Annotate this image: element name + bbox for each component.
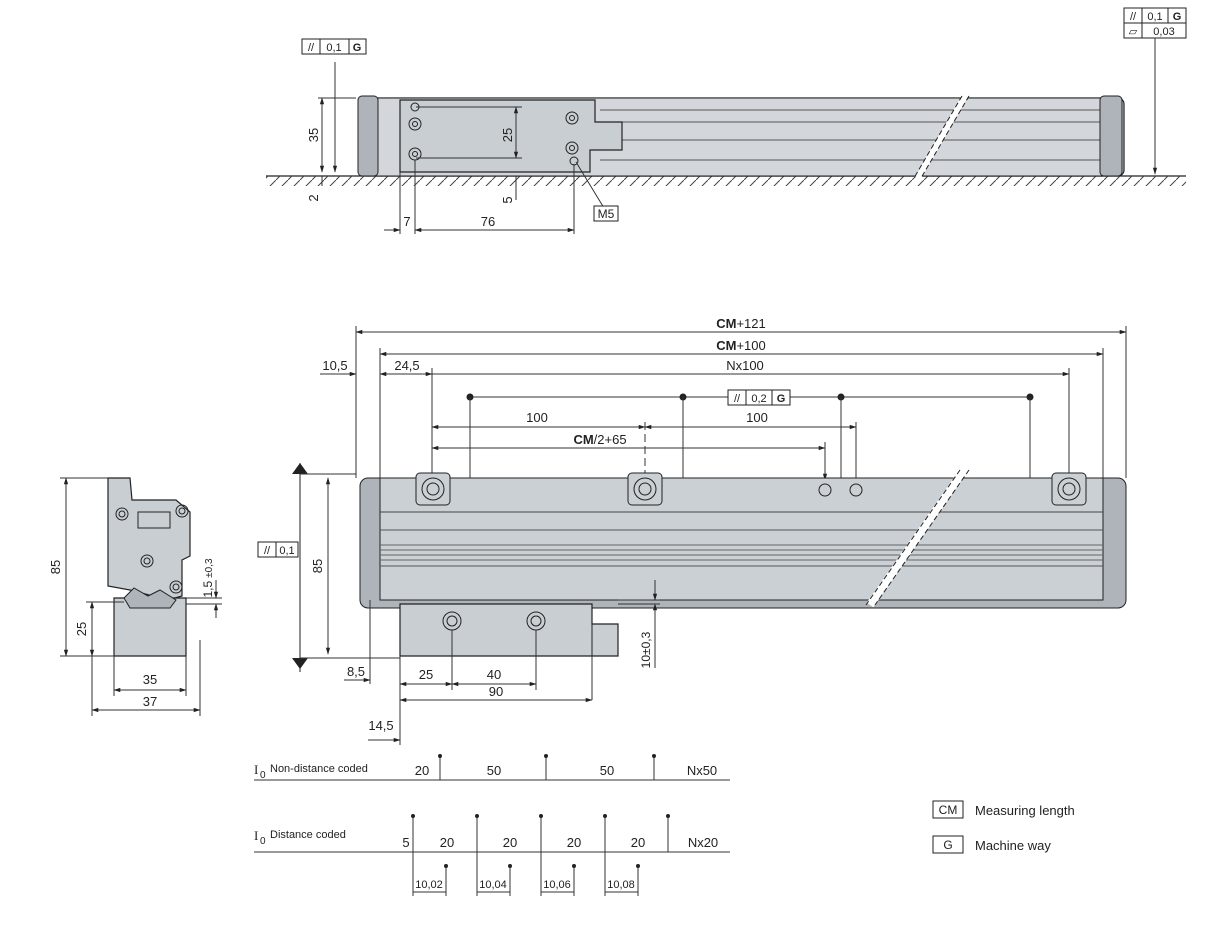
dim-2: 2 [306, 194, 321, 201]
dim-35-side: 35 [143, 672, 157, 687]
svg-text:G: G [777, 393, 786, 405]
dim-25: 25 [500, 128, 515, 142]
svg-text:10,08: 10,08 [607, 879, 635, 891]
legend: CM Measuring length G Machine way [932, 800, 1075, 854]
svg-text:Distance coded: Distance coded [270, 829, 346, 841]
svg-text:0,1: 0,1 [279, 545, 294, 557]
dim-100-a: 100 [526, 410, 548, 425]
svg-text:▱: ▱ [1129, 26, 1138, 38]
svg-text:20: 20 [415, 763, 429, 778]
dim-37-side: 37 [143, 694, 157, 709]
dim-cm-100: CM+100 [716, 338, 766, 353]
dim-1-5: 1,5±0,3 [201, 558, 215, 598]
ref-marks-coded: I 0 Distance coded 5 20 20 20 20 Nx20 10… [254, 814, 730, 896]
top-view: 35 2 25 5 7 76 M5 // 0,1 G [266, 7, 1187, 234]
svg-text:0,1: 0,1 [326, 42, 341, 54]
svg-text:Nx20: Nx20 [688, 835, 718, 850]
m5-label: M5 [598, 207, 615, 221]
legend-key-g: G [943, 838, 952, 852]
svg-text:Nx50: Nx50 [687, 763, 717, 778]
dim-cm-121: CM+121 [716, 316, 766, 331]
svg-text://: // [264, 545, 271, 557]
ground-hatch [266, 176, 1186, 186]
dim-85-side: 85 [48, 560, 63, 574]
svg-text:10,02: 10,02 [415, 879, 443, 891]
svg-text:G: G [1173, 11, 1182, 23]
svg-text:50: 50 [600, 763, 614, 778]
svg-text://: // [308, 42, 315, 54]
read-head-front [399, 603, 619, 657]
dim-25-front: 25 [419, 667, 433, 682]
svg-text:20: 20 [440, 835, 454, 850]
svg-text:0: 0 [260, 836, 266, 847]
dim-24-5: 24,5 [394, 358, 419, 373]
svg-text:I: I [254, 828, 258, 843]
legend-key-cm: CM [939, 803, 958, 817]
dim-25-side: 25 [74, 622, 89, 636]
svg-text:0: 0 [260, 770, 266, 781]
dim-85-front: 85 [310, 559, 325, 573]
tolerance-frame-left: // 0,1 G [301, 38, 367, 55]
svg-text:0,03: 0,03 [1153, 26, 1174, 38]
dim-nx100: Nx100 [726, 358, 764, 373]
dim-10: 10±0,3 [639, 631, 653, 668]
svg-text:10,04: 10,04 [479, 879, 507, 891]
side-profile [107, 477, 191, 601]
dim-90: 90 [489, 684, 503, 699]
tolerance-frame-right: // 0,1 G ▱ 0,03 [1123, 7, 1187, 175]
dim-40: 40 [487, 667, 501, 682]
ref-marks-non-coded: I 0 Non-distance coded 20 50 50 Nx50 [254, 754, 730, 781]
svg-text:G: G [353, 42, 362, 54]
front-view: CM+121 CM+100 10,5 24,5 Nx100 // 0,2 G [257, 316, 1127, 745]
legend-text-cm: Measuring length [975, 803, 1075, 818]
svg-text:20: 20 [567, 835, 581, 850]
dim-76: 76 [481, 214, 495, 229]
svg-text://: // [1130, 11, 1137, 23]
svg-text:0,2: 0,2 [751, 393, 766, 405]
tolerance-frame-side: // 0,1 [257, 541, 299, 558]
dim-35: 35 [306, 128, 321, 142]
dim-5: 5 [500, 196, 515, 203]
dim-cm-2-65: CM/2+65 [573, 432, 626, 447]
svg-text:50: 50 [487, 763, 501, 778]
svg-text://: // [734, 393, 741, 405]
svg-text:Non-distance coded: Non-distance coded [270, 763, 368, 775]
svg-text:20: 20 [631, 835, 645, 850]
dim-10-5: 10,5 [322, 358, 347, 373]
dim-14-5: 14,5 [368, 718, 393, 733]
svg-text:0,1: 0,1 [1147, 11, 1162, 23]
legend-text-g: Machine way [975, 838, 1051, 853]
dim-8-5: 8,5 [347, 664, 365, 679]
side-view: 85 25 1,5±0,3 35 37 [48, 477, 222, 716]
svg-text:5: 5 [402, 835, 409, 850]
svg-text:I: I [254, 762, 258, 777]
tolerance-frame-front: // 0,2 G [727, 389, 791, 406]
svg-text:20: 20 [503, 835, 517, 850]
dim-7: 7 [403, 214, 410, 229]
svg-text:10,06: 10,06 [543, 879, 571, 891]
dim-100-b: 100 [746, 410, 768, 425]
